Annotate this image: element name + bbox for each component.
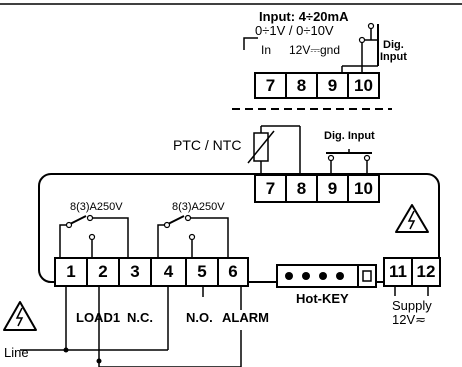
relay-2-rating: 8(3)A250V (172, 201, 225, 213)
top-terminal-8: 8 (296, 75, 307, 95)
input-bracket (243, 37, 258, 50)
no-label: N.O. (186, 310, 213, 325)
terminal-11: 11 (389, 262, 407, 281)
warning-high-voltage-icon (395, 204, 429, 233)
input-range-label: Input: 4÷20mA (259, 9, 349, 24)
label-in: In (261, 43, 272, 57)
terminal-3: 3 (130, 262, 140, 281)
supply-voltage-label: 12V≂ (392, 312, 427, 327)
probe-wiring (247, 125, 301, 175)
terminal-5: 5 (197, 262, 207, 281)
terminal-4: 4 (163, 262, 174, 281)
probe-terminal-block (254, 174, 380, 203)
terminal-12: 12 (416, 262, 436, 281)
bottom-terminal-block (54, 257, 249, 287)
label-gnd: gnd (320, 43, 341, 57)
probe-terminal-8: 8 (296, 178, 307, 198)
label-12v: 12V⎓ (289, 43, 320, 57)
hotkey-connector (276, 264, 377, 288)
ptc-ntc-label: PTC / NTC (173, 137, 242, 153)
external-wiring (20, 286, 429, 367)
warning-high-voltage-icon (3, 301, 37, 331)
nc-label: N.C. (127, 310, 153, 325)
relay-1-rating: 8(3)A250V (70, 201, 123, 213)
supply-terminal-block (383, 257, 441, 287)
load1-label: LOAD1 (76, 310, 121, 325)
dig-input-label-2: Input (380, 51, 407, 63)
supply-label: Supply (392, 298, 432, 313)
top-terminal-10: 10 (354, 75, 373, 95)
probe-terminal-9: 9 (327, 178, 338, 198)
terminal-2: 2 (98, 262, 108, 281)
probe-terminal-10: 10 (354, 178, 373, 198)
terminal-6: 6 (228, 262, 238, 281)
line-label: Line (4, 345, 29, 360)
top-terminal-block (254, 72, 380, 99)
probe-terminal-7: 7 (265, 178, 276, 198)
relay-1-circuit (59, 214, 129, 258)
relay-2-circuit (157, 214, 229, 258)
input-voltage-label: 0÷1V / 0÷10V (255, 23, 334, 38)
alarm-label: ALARM (222, 310, 269, 325)
top-terminal-9: 9 (327, 75, 338, 95)
dig-input-switch (326, 149, 372, 175)
top-terminal-7: 7 (265, 75, 276, 95)
terminal-1: 1 (66, 262, 76, 281)
dig-input-label-1: Dig. (383, 39, 404, 51)
dig-input-label: Dig. Input (324, 130, 375, 142)
hotkey-label: Hot-KEY (296, 291, 349, 306)
